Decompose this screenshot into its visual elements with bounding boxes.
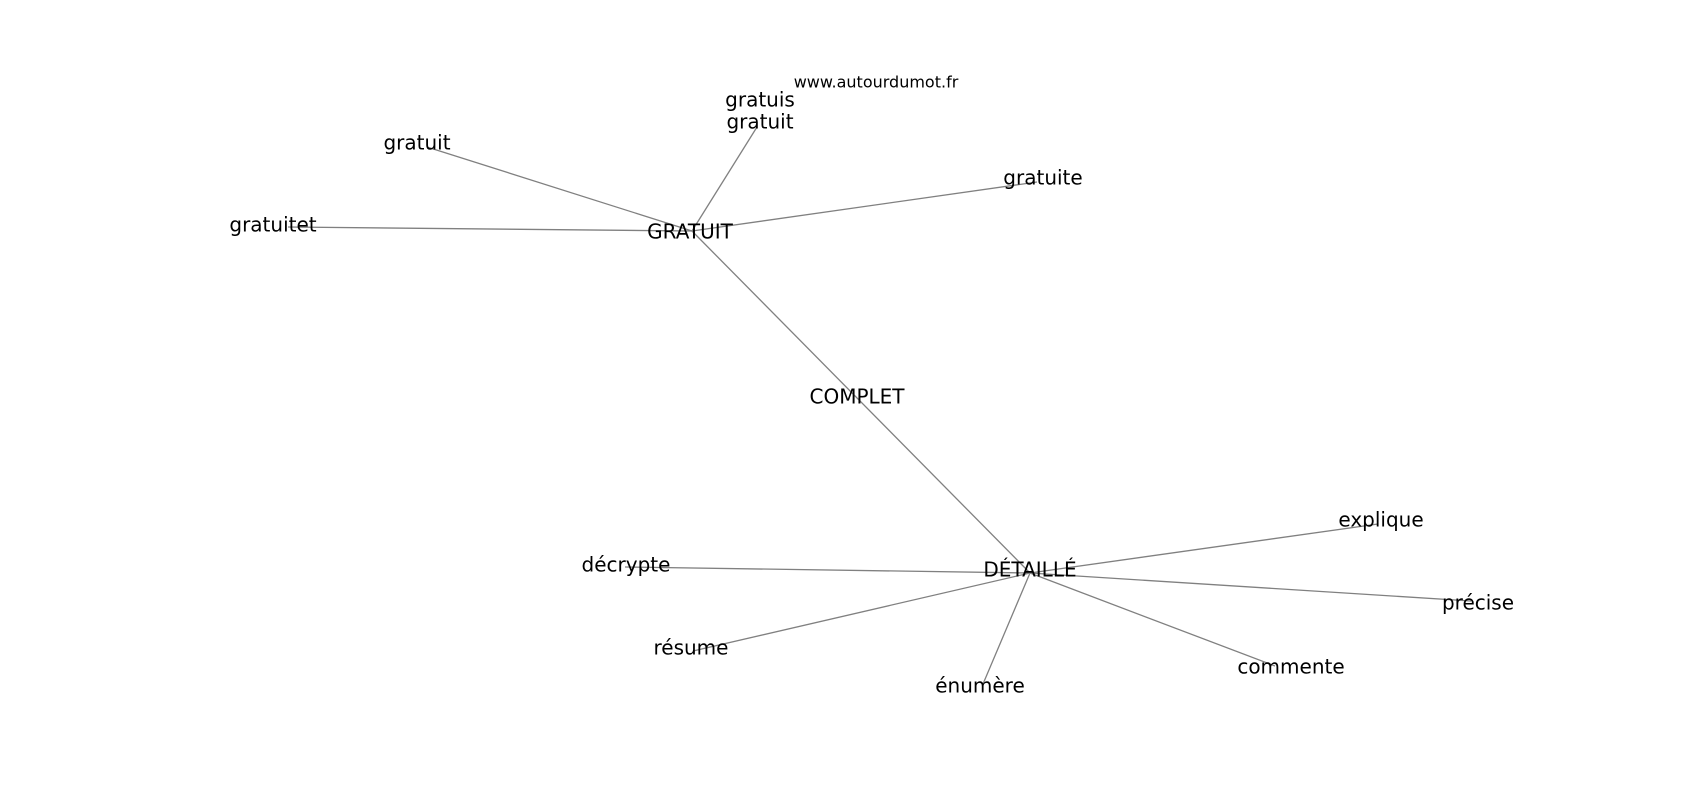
- neighbor-word-gratuite: gratuite: [1003, 166, 1082, 190]
- neighbor-word-resume: résume: [654, 636, 729, 660]
- center-word: COMPLET: [809, 385, 905, 409]
- edge-resume: [692, 572, 1031, 652]
- edge-gratuitet: [287, 226, 693, 232]
- neighbor-word-decrypte: décrypte: [582, 553, 671, 577]
- edge-gratuit-detaille: [691, 230, 1031, 574]
- source-watermark: www.autourdumot.fr: [794, 73, 959, 92]
- neighbor-word-gratuis-line-0: gratuis: [725, 88, 795, 112]
- graph-edges: [287, 126, 1472, 685]
- edge-gratuit: [426, 146, 693, 232]
- neighbor-word-commente: commente: [1237, 655, 1344, 679]
- edge-commente: [1029, 572, 1276, 667]
- hub-word-gratuit: GRATUIT: [647, 220, 733, 244]
- edge-enumere: [982, 572, 1031, 685]
- neighbor-word-gratuit: gratuit: [383, 131, 450, 155]
- neighbor-word-gratuitet: gratuitet: [229, 213, 316, 237]
- neighbor-word-gratuis-line-1: gratuit: [726, 110, 793, 134]
- edge-explique: [1029, 523, 1379, 574]
- edge-gratuite: [691, 181, 1038, 232]
- neighbor-word-explique: explique: [1338, 508, 1423, 532]
- edge-precise: [1029, 572, 1472, 602]
- neighbor-word-enumere: énumère: [935, 674, 1025, 698]
- neighbor-word-precise: précise: [1442, 591, 1514, 615]
- edge-gratuis: [691, 126, 758, 232]
- hub-word-detaille: DÉTAILLÉ: [983, 558, 1076, 582]
- graph-labels: www.autourdumot.frCOMPLETGRATUITgratuitg…: [229, 73, 1514, 698]
- edge-decrypte: [624, 566, 1031, 574]
